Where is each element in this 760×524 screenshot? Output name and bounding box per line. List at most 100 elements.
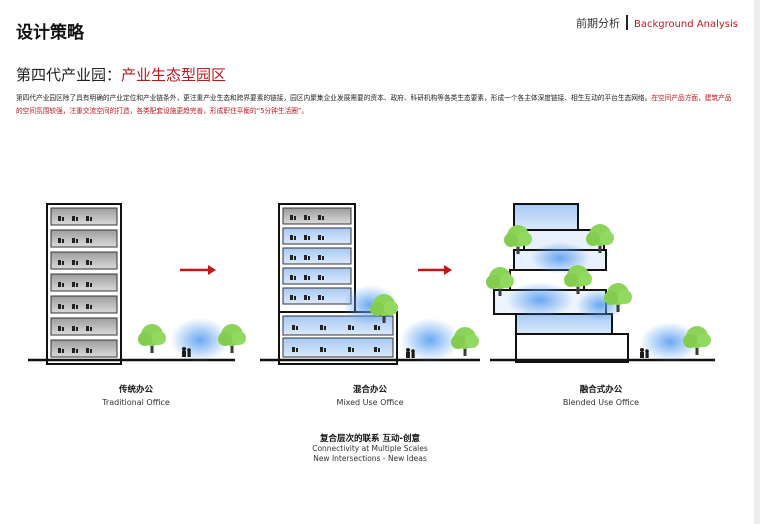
summary-block: 复合层次的联系 互动-创意 Connectivity at Multiple S… — [270, 432, 470, 464]
occupant-icon — [294, 296, 296, 300]
floor-slab — [50, 273, 118, 292]
section-title-zh: 前期分析 — [575, 17, 620, 30]
summary-zh: 复合层次的联系 互动-创意 — [320, 434, 420, 444]
floor-slab — [282, 247, 352, 265]
caption-blended-use-office: 融合式办公 Blended Use Office — [521, 383, 681, 407]
occupant-icon — [90, 283, 92, 287]
occupant-icon — [76, 261, 78, 265]
floor-slab — [50, 339, 118, 358]
occupant-icon — [290, 295, 293, 300]
occupant-icon — [90, 239, 92, 243]
occupant-icon — [62, 283, 64, 287]
glow-blended-4 — [640, 322, 700, 362]
occupant-icon — [290, 275, 293, 280]
occupant-icon — [374, 347, 377, 352]
occupant-icon — [308, 256, 310, 260]
occupant-icon — [292, 325, 295, 330]
floor-slab — [50, 229, 118, 248]
occupant-icon — [72, 238, 75, 243]
arrow-head-icon-2 — [444, 265, 452, 275]
occupant-icon — [76, 327, 78, 331]
floor-slab — [282, 267, 352, 285]
occupant-icon — [76, 217, 78, 221]
occupant-icon — [348, 347, 351, 352]
occupant-icon — [58, 326, 61, 331]
caption-en: Traditional Office — [102, 398, 170, 407]
caption-traditional-office: 传统办公 Traditional Office — [56, 383, 216, 407]
occupant-icon — [322, 236, 324, 240]
occupant-icon — [296, 326, 298, 330]
occupant-icon — [294, 276, 296, 280]
occupant-icon — [322, 276, 324, 280]
occupant-icon — [322, 256, 324, 260]
occupant-icon — [62, 327, 64, 331]
occupant-icon — [62, 261, 64, 265]
mixed-use-office-building — [278, 203, 398, 365]
glow-mixed-2 — [400, 318, 460, 362]
occupant-icon — [292, 347, 295, 352]
occupant-icon — [290, 215, 293, 220]
occupant-icon — [86, 238, 89, 243]
description-red-text: 在空间产品方面，建筑产品的空间氛围较强，注重交流空间的打造，各类配套设施更趋完善… — [16, 94, 732, 115]
occupant-icon — [58, 216, 61, 221]
page-title: 设计策略 — [16, 23, 84, 43]
occupant-icon — [90, 261, 92, 265]
section-divider — [625, 15, 628, 30]
occupant-icon — [294, 236, 296, 240]
caption-zh: 融合式办公 — [579, 385, 623, 395]
occupant-icon — [318, 235, 321, 240]
occupant-icon — [72, 304, 75, 309]
occupant-icon — [62, 349, 64, 353]
occupant-icon — [62, 217, 64, 221]
occupant-icon — [374, 325, 377, 330]
occupant-icon — [76, 349, 78, 353]
occupant-icon — [294, 256, 296, 260]
occupant-icon — [318, 295, 321, 300]
right-scrollbar — [754, 0, 760, 524]
caption-zh: 混合办公 — [352, 385, 387, 395]
occupant-icon — [348, 325, 351, 330]
arrow-head-icon-1 — [208, 265, 216, 275]
occupant-icon — [320, 347, 323, 352]
occupant-icon — [318, 215, 321, 220]
occupant-icon — [86, 326, 89, 331]
floor-slab — [282, 227, 352, 245]
occupant-icon — [86, 282, 89, 287]
occupant-icon — [62, 305, 64, 309]
description-black-text: 第四代产业园区除了具有明确的产业定位和产业链条外，更注重产业生态和跨界要素的链接… — [16, 94, 652, 102]
summary-en-line-1: Connectivity at Multiple Scales — [312, 444, 428, 453]
occupant-icon — [76, 305, 78, 309]
occupant-icon — [290, 235, 293, 240]
summary-en-line-2: New Intersections - New Ideas — [313, 454, 427, 463]
description-paragraph: 第四代产业园区除了具有明确的产业定位和产业链条外，更注重产业生态和跨界要素的链接… — [16, 92, 736, 118]
occupant-icon — [308, 276, 310, 280]
occupant-icon — [58, 260, 61, 265]
occupant-icon — [304, 255, 307, 260]
occupant-icon — [58, 304, 61, 309]
occupant-icon — [320, 325, 323, 330]
floor-slab — [50, 295, 118, 314]
occupant-icon — [72, 216, 75, 221]
occupant-icon — [322, 216, 324, 220]
occupant-icon — [296, 348, 298, 352]
occupant-icon — [90, 349, 92, 353]
occupant-icon — [352, 326, 354, 330]
occupant-icon — [90, 327, 92, 331]
occupant-icon — [90, 217, 92, 221]
occupant-icon — [58, 238, 61, 243]
floor-slab — [282, 287, 352, 305]
occupant-icon — [304, 295, 307, 300]
section-header: 前期分析 Background Analysis — [576, 15, 738, 31]
occupant-icon — [58, 282, 61, 287]
caption-en: Blended Use Office — [562, 398, 640, 407]
caption-en: Mixed Use Office — [336, 398, 404, 407]
floor-slab — [50, 251, 118, 270]
occupant-icon — [304, 215, 307, 220]
occupant-icon — [72, 282, 75, 287]
section-title-en: Background Analysis — [633, 19, 738, 30]
occupant-icon — [308, 296, 310, 300]
occupant-icon — [86, 216, 89, 221]
occupant-icon — [72, 326, 75, 331]
occupant-icon — [90, 305, 92, 309]
caption-zh: 传统办公 — [118, 385, 153, 395]
